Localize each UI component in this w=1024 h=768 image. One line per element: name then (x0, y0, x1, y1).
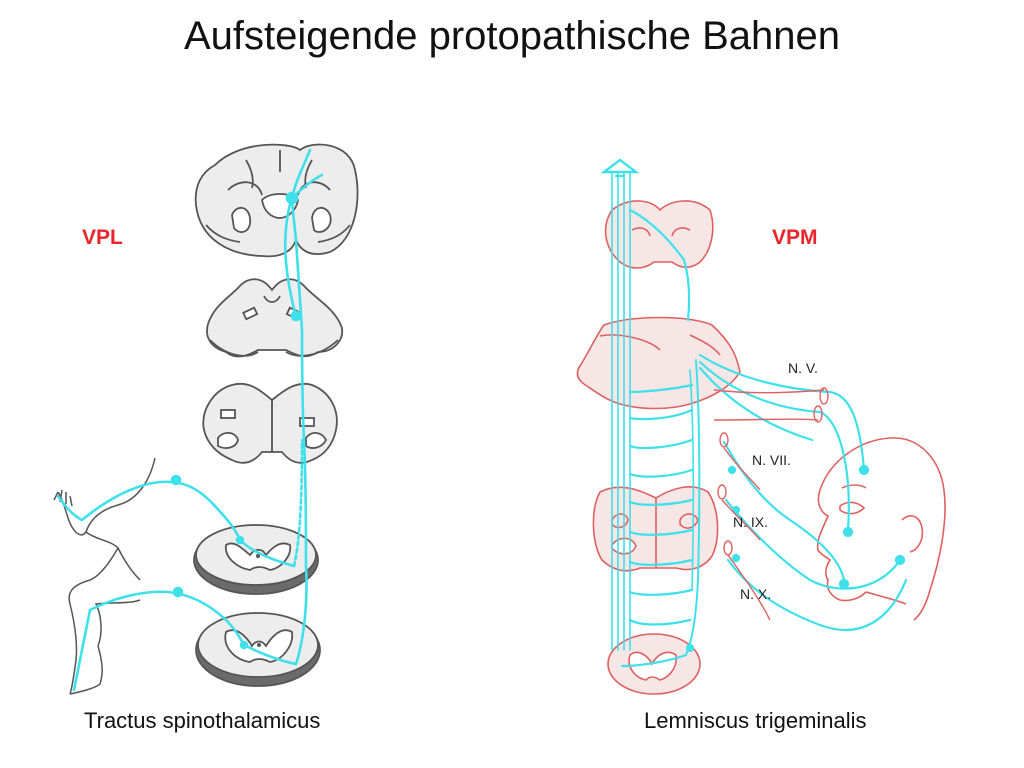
vpm-label: VPM (772, 226, 818, 249)
nerve-label-v: N. V. (788, 360, 818, 376)
midbrain-section (206, 278, 344, 358)
trigeminal-panel (576, 158, 946, 695)
vpl-label: VPL (82, 226, 123, 249)
page-title: Aufsteigende protopathische Bahnen (183, 14, 841, 58)
lumbar-cord-section (195, 612, 321, 687)
trigeminal-lemniscus (600, 158, 908, 668)
left-caption: Tractus spinothalamicus (84, 708, 321, 733)
body-figure (53, 457, 156, 695)
cervical-cord-section (193, 524, 319, 595)
nerve-label-x: N. X. (740, 586, 772, 602)
nerve-label-ix: N. IX. (733, 514, 769, 530)
medulla-section (202, 382, 338, 464)
midbrain-section-red (604, 200, 714, 269)
face-profile (816, 437, 946, 621)
nerve-label-vii: N. VII. (752, 452, 791, 468)
spinothalamic-panel (53, 143, 359, 695)
nerve-stumps (713, 387, 829, 621)
right-caption: Lemniscus trigeminalis (644, 708, 867, 733)
spinothalamic-tract (56, 148, 324, 692)
brain-coronal-section (194, 143, 359, 258)
